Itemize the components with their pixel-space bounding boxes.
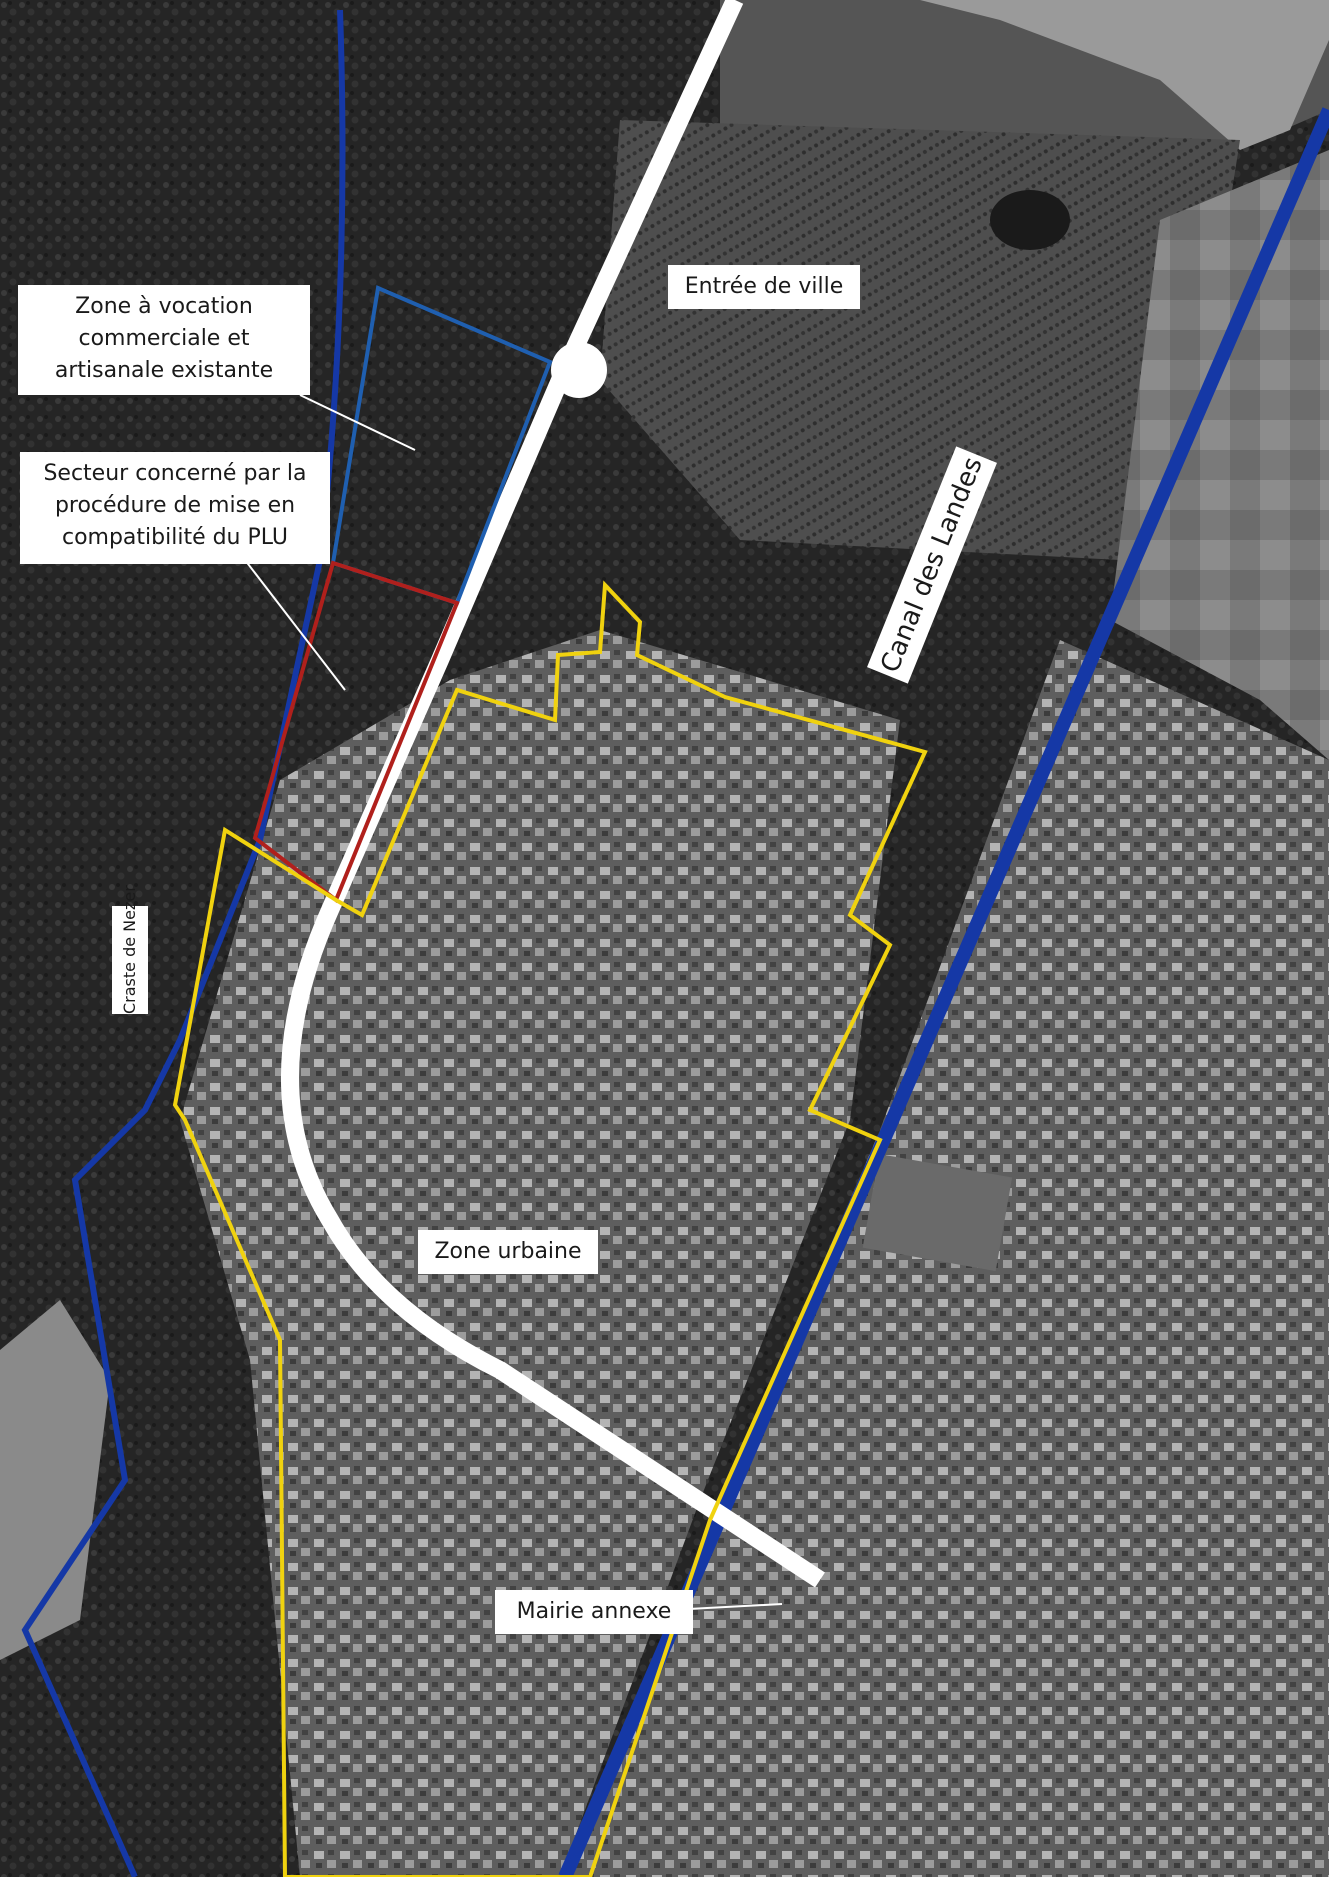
- label-secteur-procedure: Secteur concerné par la procédure de mis…: [20, 452, 330, 564]
- secteur-leader-line: [244, 559, 346, 691]
- label-craste-de-nezer: Craste de Nezer: [112, 885, 148, 1014]
- label-mairie-annexe: Mairie annexe: [495, 1590, 693, 1634]
- pixelated-area: [1110, 150, 1329, 760]
- label-entree-de-ville: Entrée de ville: [668, 265, 860, 309]
- industrial-area: [0, 1300, 110, 1660]
- sports-field: [862, 1154, 1013, 1272]
- orchard-area: [600, 120, 1240, 560]
- label-zone-commerciale: Zone à vocation commerciale et artisanal…: [18, 285, 310, 395]
- craste-de-nezer-line: [21, 9, 346, 1877]
- urban-zone-outline: [172, 580, 928, 1877]
- main-road: [281, 0, 825, 1588]
- roundabout: [551, 342, 607, 398]
- pond: [990, 190, 1070, 250]
- label-zone-urbaine: Zone urbaine: [418, 1230, 598, 1274]
- commercial-leader-line: [299, 394, 416, 451]
- canal-des-landes-line: [558, 107, 1329, 1877]
- lake: [920, 0, 1329, 150]
